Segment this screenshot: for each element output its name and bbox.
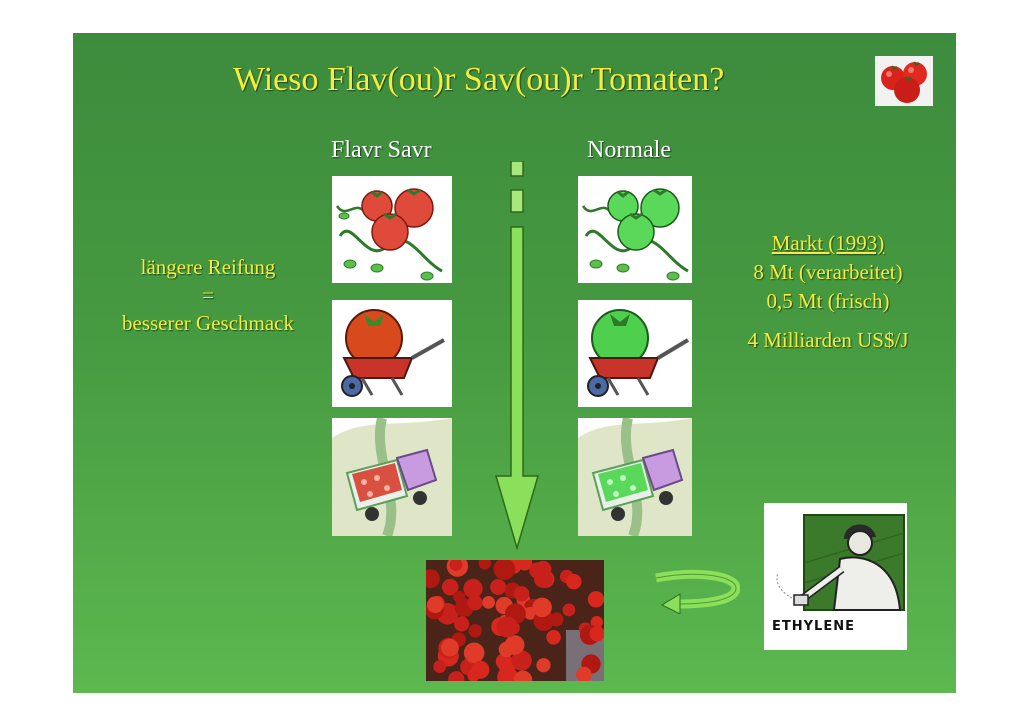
worker-spray-icon: [776, 514, 905, 611]
pile-tomato: [467, 595, 483, 611]
down-arrow-icon: [495, 161, 539, 551]
market-heading: Markt (1993): [771, 231, 885, 255]
tomato-photo: [875, 56, 933, 106]
tomato-pile-icon: [426, 560, 604, 681]
normale-truck-card: [578, 418, 692, 536]
benefit-line-1: längere Reifung: [140, 255, 276, 279]
market-revenue: 4 Milliarden US$/J: [747, 328, 909, 352]
pile-tomato: [536, 658, 551, 673]
pile-tomato: [533, 569, 553, 588]
flavr-savr-truck-card: [332, 418, 452, 536]
tomato-cluster-icon: [881, 61, 927, 103]
pile-tomato: [504, 635, 525, 655]
pile-tomato: [471, 660, 490, 679]
pile-tomato: [478, 560, 492, 570]
market-fresh: 0,5 Mt (frisch): [766, 289, 890, 313]
pile-tomato: [496, 616, 518, 638]
tomato-pile-photo: [426, 560, 604, 681]
market-processed: 8 Mt (verarbeitet): [753, 260, 903, 284]
pile-tomato: [532, 597, 552, 618]
pile-tomato: [493, 560, 516, 580]
pile-tomato: [426, 569, 440, 589]
pile-tomato: [549, 612, 564, 627]
truck-icon: [332, 418, 452, 536]
benefit-text: längere Reifung = besserer Geschmack: [83, 253, 333, 337]
benefit-line-3: besserer Geschmack: [122, 311, 294, 335]
pile-tomato: [441, 578, 459, 596]
column-label-normale: Normale: [587, 137, 671, 163]
pile-tomato: [576, 666, 592, 681]
pile-tomato: [468, 624, 482, 638]
pile-tomato: [463, 578, 483, 599]
cycle-arrow-icon: [655, 569, 740, 614]
normale-vine-card: [578, 176, 692, 283]
pile-tomato: [441, 638, 459, 657]
pile-tomato: [513, 670, 533, 681]
ethylene-label: ETHYLENE: [772, 619, 855, 634]
pile-tomato: [482, 596, 495, 609]
flavr-savr-vine-card: [332, 176, 452, 283]
pile-tomato: [453, 590, 466, 603]
truck-icon: [578, 418, 692, 536]
pile-tomato: [513, 586, 530, 602]
pile-tomato: [589, 626, 604, 642]
pile-tomato: [546, 630, 561, 645]
ethylene-card: ETHYLENE: [764, 503, 907, 650]
pile-tomato: [497, 666, 518, 681]
wheelbarrow-icon: [587, 309, 690, 397]
pile-tomato: [433, 660, 447, 673]
normale-wheelbarrow-card: [578, 300, 692, 407]
pile-tomato: [566, 573, 582, 590]
pile-tomato: [511, 650, 532, 671]
pile-tomato: [587, 591, 604, 608]
column-label-flavr-savr: Flavr Savr: [331, 137, 432, 163]
tomato-vine-icon: [581, 188, 689, 281]
pile-tomato: [448, 671, 465, 681]
pile-tomato: [426, 596, 444, 613]
market-info: Markt (1993) 8 Mt (verarbeitet) 0,5 Mt (…: [723, 229, 933, 355]
pile-tomato: [562, 603, 576, 617]
pile-tomato: [454, 616, 470, 632]
flavr-savr-wheelbarrow-card: [332, 300, 452, 407]
slide-title: Wieso Flav(ou)r Sav(ou)r Tomaten?: [233, 61, 725, 98]
pile-tomato: [463, 642, 485, 664]
tomato-vine-icon: [335, 188, 443, 281]
pile-tomato: [590, 616, 603, 629]
benefit-line-2: =: [202, 283, 214, 307]
slide: Wieso Flav(ou)r Sav(ou)r Tomaten? Flavr …: [73, 33, 956, 693]
pile-tomato: [449, 560, 463, 571]
wheelbarrow-icon: [341, 309, 445, 397]
pile-tomato: [490, 579, 507, 595]
